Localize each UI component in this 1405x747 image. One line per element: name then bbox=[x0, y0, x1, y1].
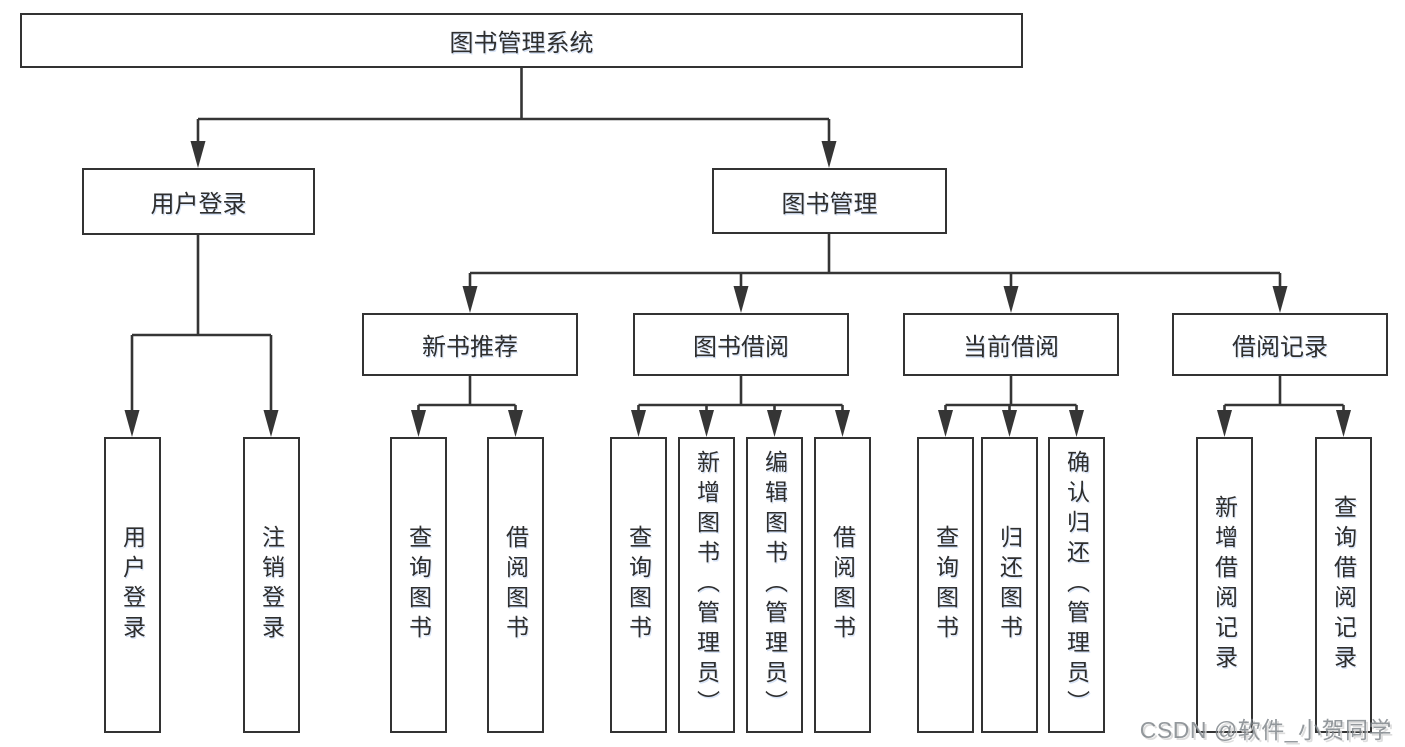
leaf-user-login: 用户登录 bbox=[104, 437, 161, 733]
leaf-return-books: 归还图书 bbox=[981, 437, 1038, 733]
node-borrow-records: 借阅记录 bbox=[1172, 313, 1388, 376]
leaf-recommend-query-books-label: 查询图书 bbox=[405, 525, 432, 645]
node-new-book-recommend-label: 新书推荐 bbox=[422, 334, 518, 361]
leaf-edit-books-admin: 编辑图书（管理员） bbox=[746, 437, 803, 733]
leaf-add-borrow-record-label: 新增借阅记录 bbox=[1211, 495, 1238, 675]
leaf-logout-label: 注销登录 bbox=[258, 525, 285, 645]
leaf-add-books-admin-label: 新增图书（管理员） bbox=[693, 450, 720, 720]
node-current-borrow: 当前借阅 bbox=[903, 313, 1119, 376]
leaf-query-borrow-record: 查询借阅记录 bbox=[1315, 437, 1372, 733]
node-borrow-records-label: 借阅记录 bbox=[1232, 334, 1328, 361]
node-book-borrow: 图书借阅 bbox=[633, 313, 849, 376]
leaf-current-query-books: 查询图书 bbox=[917, 437, 974, 733]
leaf-borrow-books-label: 借阅图书 bbox=[829, 525, 856, 645]
leaf-add-books-admin: 新增图书（管理员） bbox=[678, 437, 735, 733]
node-current-borrow-label: 当前借阅 bbox=[963, 334, 1059, 361]
leaf-confirm-return-admin: 确认归还（管理员） bbox=[1048, 437, 1105, 733]
node-new-book-recommend: 新书推荐 bbox=[362, 313, 578, 376]
node-user-login: 用户登录 bbox=[82, 168, 315, 235]
leaf-borrow-books: 借阅图书 bbox=[814, 437, 871, 733]
csdn-watermark: CSDN @软件_小贺同学 bbox=[1139, 717, 1392, 743]
node-root: 图书管理系统 bbox=[20, 13, 1023, 68]
node-book-borrow-label: 图书借阅 bbox=[693, 334, 789, 361]
leaf-query-borrow-record-label: 查询借阅记录 bbox=[1330, 495, 1357, 675]
node-book-management-label: 图书管理 bbox=[781, 190, 878, 218]
leaf-edit-books-admin-label: 编辑图书（管理员） bbox=[761, 450, 788, 720]
node-book-management: 图书管理 bbox=[712, 168, 947, 234]
leaf-user-login-label: 用户登录 bbox=[119, 525, 146, 645]
leaf-borrow-query-books-label: 查询图书 bbox=[625, 525, 652, 645]
leaf-current-query-books-label: 查询图书 bbox=[932, 525, 959, 645]
leaf-recommend-query-books: 查询图书 bbox=[390, 437, 447, 733]
leaf-confirm-return-admin-label: 确认归还（管理员） bbox=[1063, 450, 1090, 720]
leaf-add-borrow-record: 新增借阅记录 bbox=[1196, 437, 1253, 733]
leaf-recommend-borrow-books: 借阅图书 bbox=[487, 437, 544, 733]
leaf-return-books-label: 归还图书 bbox=[996, 525, 1023, 645]
node-root-label: 图书管理系统 bbox=[449, 30, 594, 57]
leaf-logout: 注销登录 bbox=[243, 437, 300, 733]
node-user-login-label: 用户登录 bbox=[150, 191, 247, 218]
leaf-borrow-query-books: 查询图书 bbox=[610, 437, 667, 733]
leaf-recommend-borrow-books-label: 借阅图书 bbox=[502, 525, 529, 645]
